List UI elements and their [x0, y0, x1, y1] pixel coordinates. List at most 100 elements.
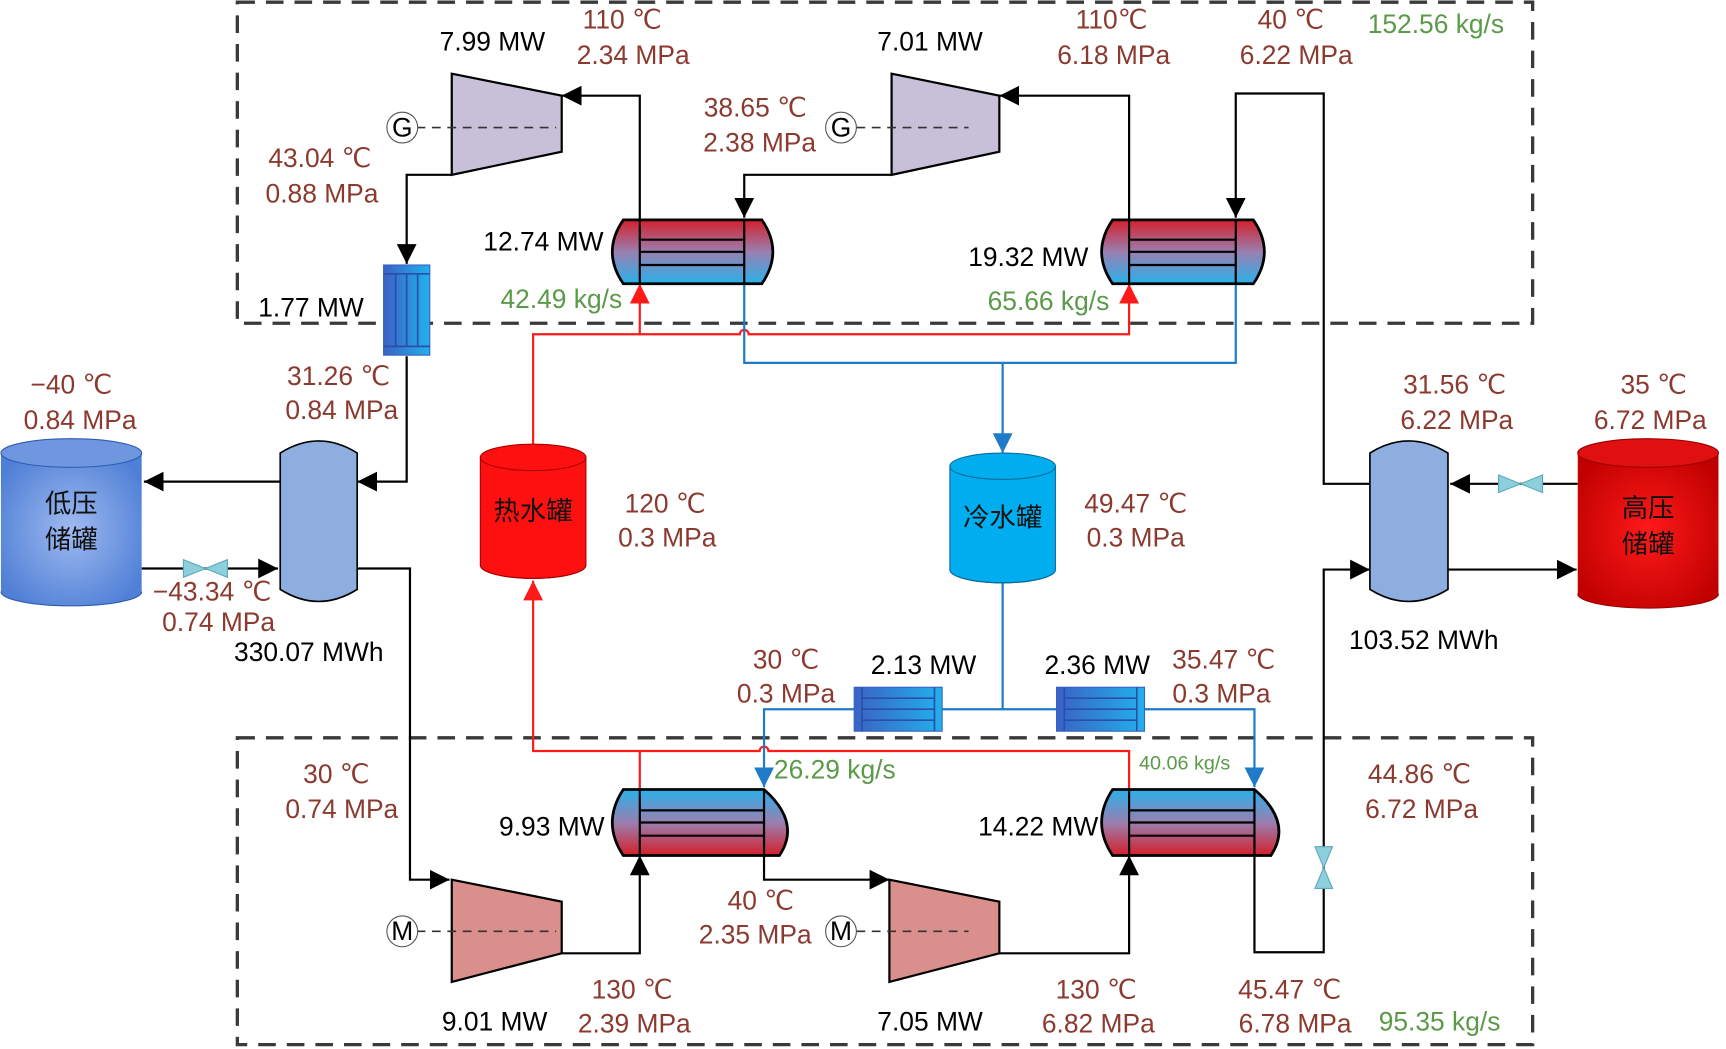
- turbine1-inlet-pressure: 2.34 MPa: [577, 40, 690, 70]
- compressor1-inlet-temp: 30 ℃: [303, 759, 369, 789]
- throttle-valve-lp: [182, 558, 228, 579]
- pipe-cooler-to-lpregen: [357, 356, 408, 492]
- lp-tank-label-1: 低压: [45, 489, 98, 519]
- compressor1-power: 9.01 MW: [442, 1006, 548, 1036]
- compressor-1: M: [386, 878, 563, 984]
- water-cooler2-power: 2.36 MW: [1044, 650, 1150, 680]
- turbine-2: G: [825, 72, 1001, 177]
- throttle-valve-compression: [1314, 846, 1334, 890]
- hp-tank-label-2: 储罐: [1622, 530, 1675, 560]
- motor-icon: [386, 915, 419, 948]
- reheater-2: [1100, 218, 1266, 286]
- compression-valve-outlet-temp: 44.86 ℃: [1368, 759, 1471, 789]
- reheater-1: [611, 218, 775, 286]
- co2-cooler-power: 1.77 MW: [258, 293, 364, 323]
- lp-storage-tank: 低压 储罐: [0, 438, 143, 607]
- turbine2-outlet-pressure: 2.38 MPa: [703, 128, 816, 158]
- turbine1-inlet-temp: 110 ℃: [583, 5, 662, 35]
- lp-valve-outlet-temp: −43.34 ℃: [153, 576, 271, 606]
- co2-cooler-outlet-temp: 31.26 ℃: [287, 361, 390, 391]
- compressor2-power: 7.05 MW: [877, 1006, 983, 1036]
- pipe-compressor2-to-hx4: [999, 855, 1139, 955]
- intercooler2-outlet-pressure: 6.78 MPa: [1239, 1009, 1352, 1039]
- motor-label: M: [391, 916, 413, 946]
- lp-tank-label-2: 储罐: [45, 526, 98, 556]
- pipe-hx2-to-turbine2: [999, 85, 1131, 220]
- intercooler-2: [1100, 788, 1281, 857]
- intercooler2-power: 14.22 MW: [978, 812, 1098, 842]
- throttle-valve-hp: [1498, 474, 1544, 494]
- cold-water-tank: 冷水罐: [949, 452, 1056, 584]
- turbine2-inlet-temp: 110℃: [1076, 5, 1148, 35]
- hot-water-tank: 热水罐: [479, 443, 587, 579]
- turbine-1: G: [386, 72, 563, 177]
- reheater1-water-flow: 42.49 kg/s: [500, 284, 622, 314]
- turbine1-power: 7.99 MW: [440, 27, 546, 57]
- water-cooler-1: [853, 686, 943, 732]
- reheater2-water-flow: 65.66 kg/s: [988, 286, 1110, 316]
- hp-tank-temp: 35 ℃: [1620, 370, 1686, 400]
- lp-tank-pressure: 0.84 MPa: [24, 405, 137, 435]
- hp-regenerator: [1369, 440, 1449, 603]
- reheater1-power: 12.74 MW: [483, 227, 603, 257]
- compression-flow: 95.35 kg/s: [1379, 1006, 1501, 1036]
- turbine2-outlet-temp: 38.65 ℃: [704, 93, 807, 123]
- compressor2-outlet-pressure: 6.82 MPa: [1042, 1009, 1155, 1039]
- water-cooler-2: [1055, 686, 1146, 732]
- hp-regen-outlet-pressure: 6.22 MPa: [1400, 405, 1513, 435]
- pipe-hx3-to-compressor2: [762, 855, 890, 890]
- reheater2-power: 19.32 MW: [968, 242, 1088, 272]
- compressor2-outlet-temp: 130 ℃: [1056, 974, 1137, 1004]
- cold-pipe-hx2-out: [1002, 283, 1237, 364]
- hp-storage-tank: 高压 储罐: [1577, 438, 1720, 609]
- turbine1-outlet-pressure: 0.88 MPa: [266, 178, 379, 208]
- hp-tank-label-1: 高压: [1622, 494, 1675, 524]
- pipe-lpregen-to-compressor1: [357, 567, 450, 890]
- lp-regenerator-energy: 330.07 MWh: [234, 637, 384, 667]
- pipe-turbine2-to-hx1: [734, 173, 892, 218]
- pipe-hx4-to-hpregen: [1253, 559, 1370, 954]
- expansion-section-boundary: [235, 0, 1535, 325]
- co2-cooler-outlet-pressure: 0.84 MPa: [285, 395, 398, 425]
- water-cooler2-flow: 40.06 kg/s: [1139, 753, 1230, 775]
- hp-tank-pressure: 6.72 MPa: [1594, 405, 1707, 435]
- lp-valve-outlet-pressure: 0.74 MPa: [162, 607, 275, 637]
- expansion-inlet-temp: 40 ℃: [1258, 5, 1324, 35]
- hot-tank-temp: 120 ℃: [625, 488, 706, 518]
- lp-regenerator: [279, 440, 359, 603]
- pipe-turbine1-to-cooler: [396, 173, 452, 264]
- co2-cooler: [383, 264, 431, 356]
- lp-tank-temp: −40 ℃: [30, 370, 112, 400]
- intercooler2-outlet-temp: 45.47 ℃: [1238, 974, 1341, 1004]
- hot-pipe-hx3-to-tank: [523, 580, 641, 790]
- compressor1-outlet-temp: 130 ℃: [592, 974, 673, 1004]
- turbine1-outlet-temp: 43.04 ℃: [268, 143, 371, 173]
- turbine2-power: 7.01 MW: [877, 27, 983, 57]
- intercooler-1: [611, 788, 789, 857]
- hot-tank-pressure: 0.3 MPa: [618, 522, 717, 552]
- compressor-2: M: [825, 878, 1001, 984]
- intercooler1-power: 9.93 MW: [499, 812, 605, 842]
- water-cooler1-pressure: 0.3 MPa: [737, 679, 836, 709]
- water-cooler1-flow: 26.29 kg/s: [774, 755, 896, 785]
- turbine2-inlet-pressure: 6.18 MPa: [1057, 40, 1170, 70]
- motor-icon: [825, 915, 857, 948]
- hp-regen-outlet-temp: 31.56 ℃: [1403, 370, 1506, 400]
- water-cooler1-power: 2.13 MW: [871, 650, 977, 680]
- water-cooler1-temp: 30 ℃: [753, 645, 819, 675]
- motor-label: M: [830, 916, 852, 946]
- water-cooler2-temp: 35.47 ℃: [1172, 645, 1275, 675]
- cold-tank-label: 冷水罐: [963, 504, 1042, 534]
- cold-pipe-hx1-out: [743, 283, 1003, 364]
- cold-tank-temp: 49.47 ℃: [1084, 488, 1187, 518]
- compression-valve-outlet-pressure: 6.72 MPa: [1365, 794, 1478, 824]
- hot-tank-label: 热水罐: [494, 497, 573, 527]
- hot-pipe-tank-to-hx1: [532, 283, 650, 446]
- hp-regenerator-energy: 103.52 MWh: [1349, 625, 1499, 655]
- pipe-hx1-to-turbine1: [561, 85, 641, 220]
- generator-label: G: [831, 112, 852, 142]
- generator-icon: [825, 111, 857, 144]
- water-cooler2-pressure: 0.3 MPa: [1172, 679, 1271, 709]
- compressor2-inlet-temp: 40 ℃: [728, 885, 794, 915]
- compressor2-inlet-pressure: 2.35 MPa: [699, 919, 812, 949]
